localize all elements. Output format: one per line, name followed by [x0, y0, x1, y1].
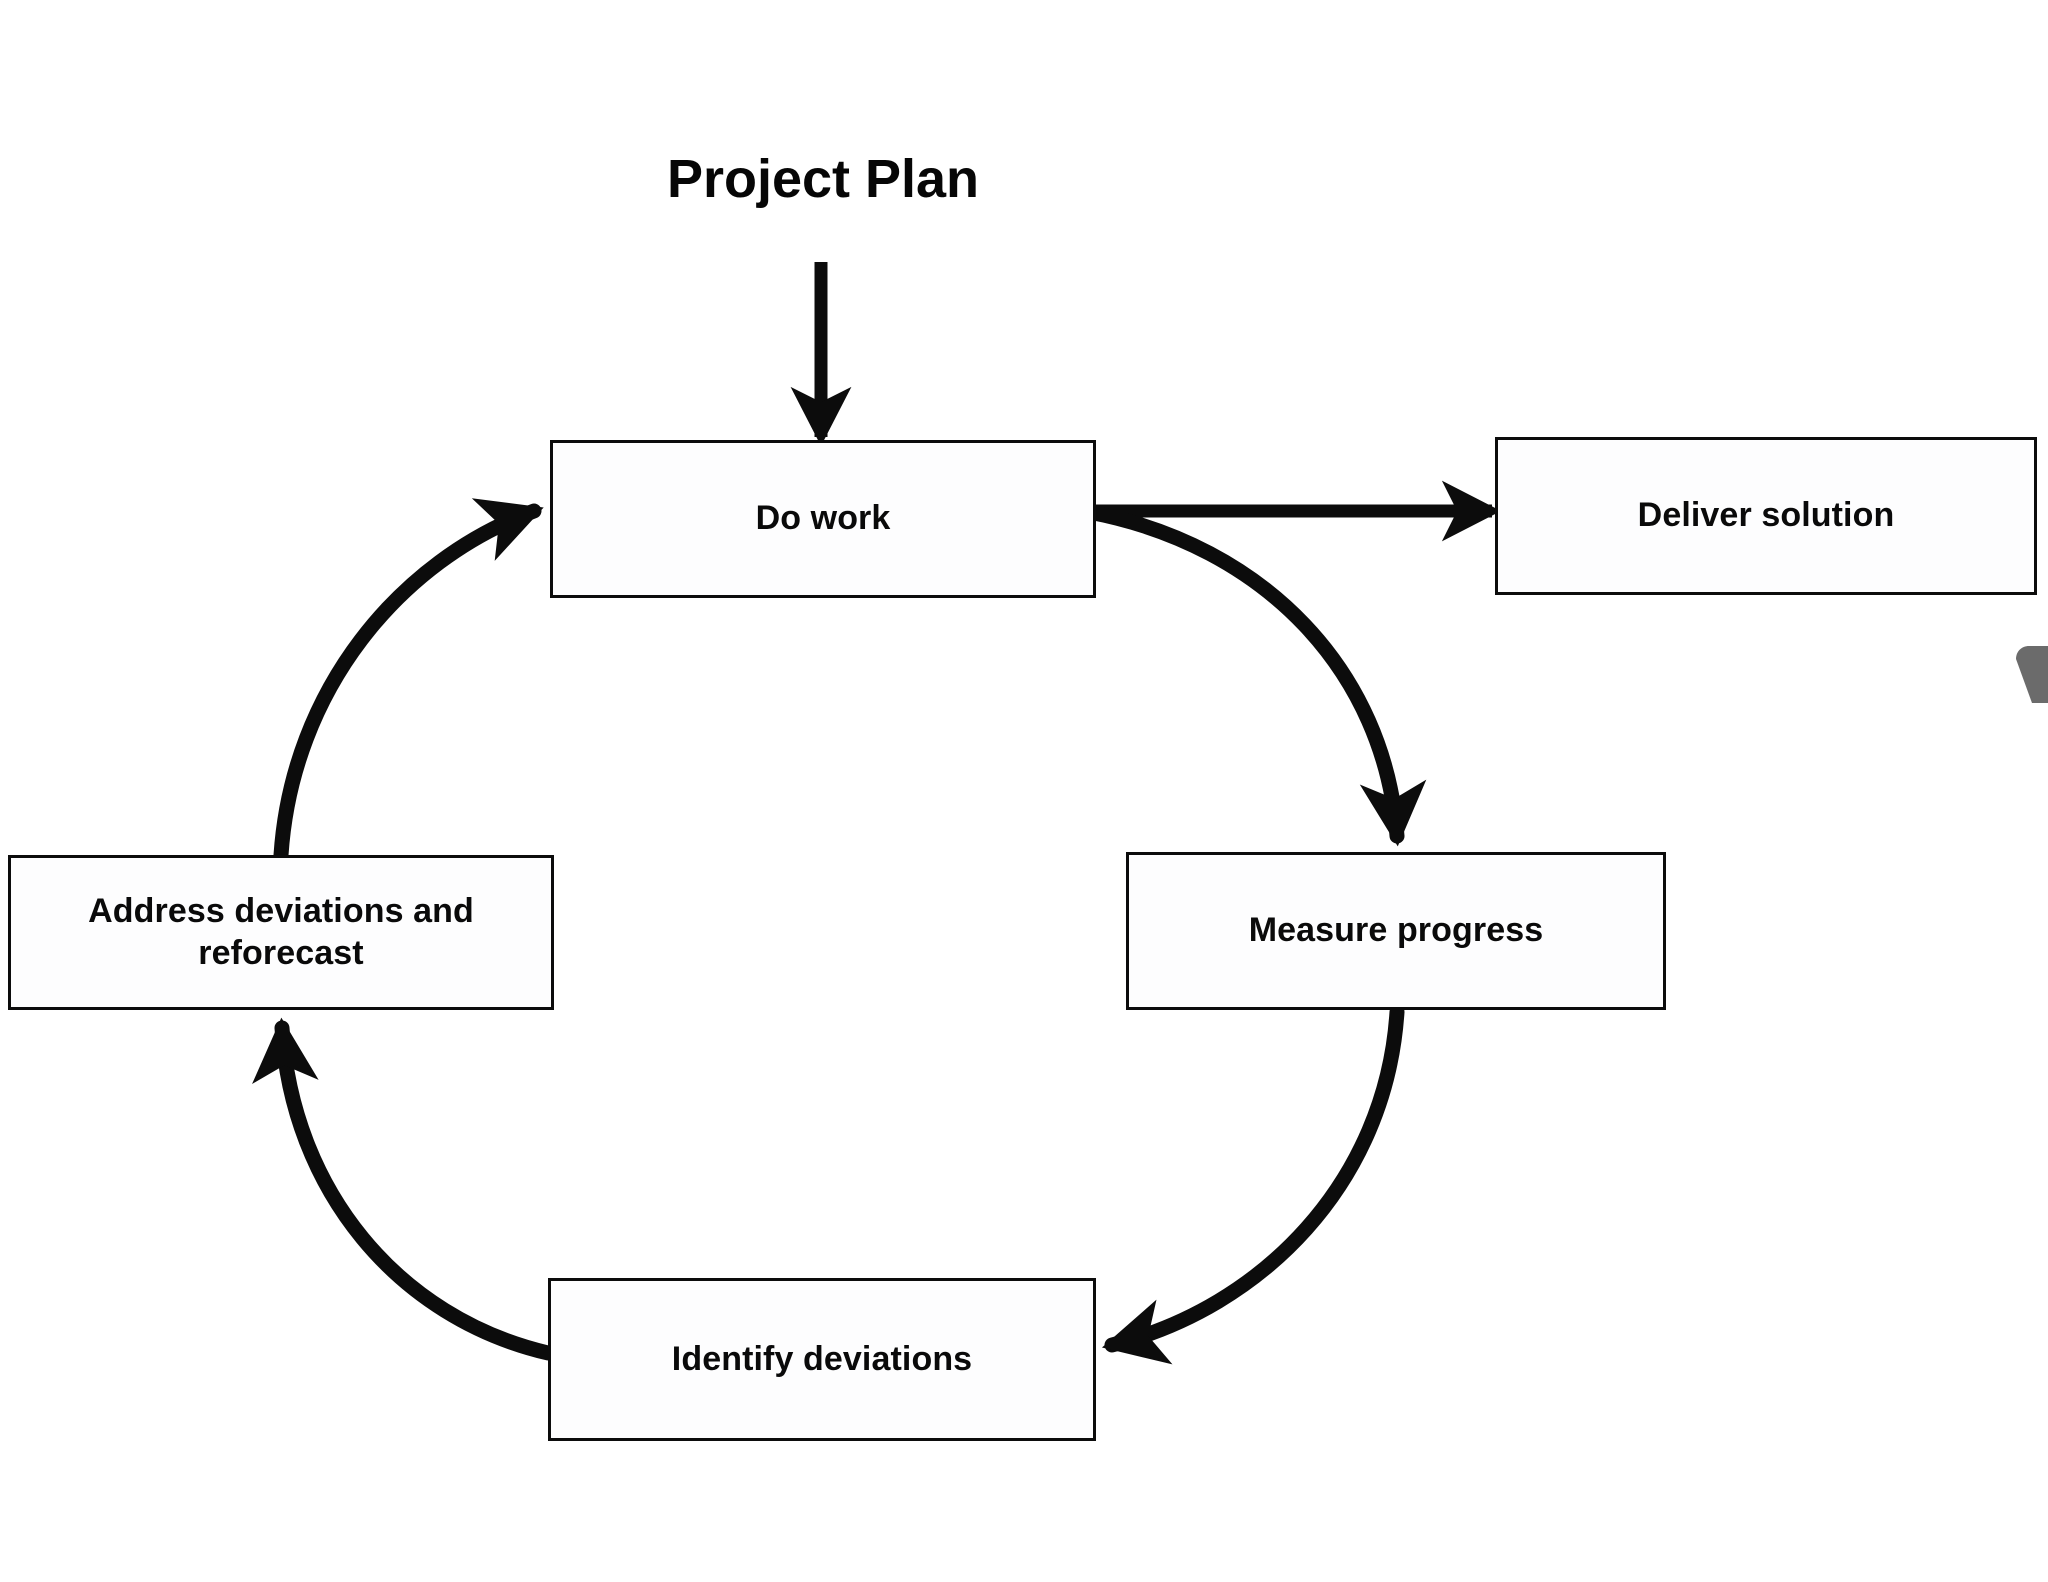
page-title: Project Plan	[666, 149, 980, 209]
connector-address-to-do-work	[273, 498, 544, 863]
node-label-deliver-solution: Deliver solution	[1637, 496, 1895, 535]
node-label-measure-progress: Measure progress	[1248, 911, 1544, 950]
node-identify-deviations[interactable]: Identify deviations	[548, 1278, 1096, 1441]
connector-identify-to-address	[252, 1017, 556, 1361]
node-label-do-work: Do work	[755, 499, 891, 538]
node-do-work[interactable]: Do work	[550, 440, 1096, 598]
connector-do-work-to-measure	[1081, 504, 1427, 847]
node-label-address-deviations: Address deviations and reforecast	[88, 892, 474, 972]
connector-measure-to-identify	[1101, 1004, 1405, 1365]
node-address-deviations-and-reforecast[interactable]: Address deviations and reforecast	[8, 855, 554, 1010]
node-measure-progress[interactable]: Measure progress	[1126, 852, 1666, 1010]
node-deliver-solution[interactable]: Deliver solution	[1495, 437, 2037, 595]
node-label-identify-deviations: Identify deviations	[671, 1339, 973, 1378]
